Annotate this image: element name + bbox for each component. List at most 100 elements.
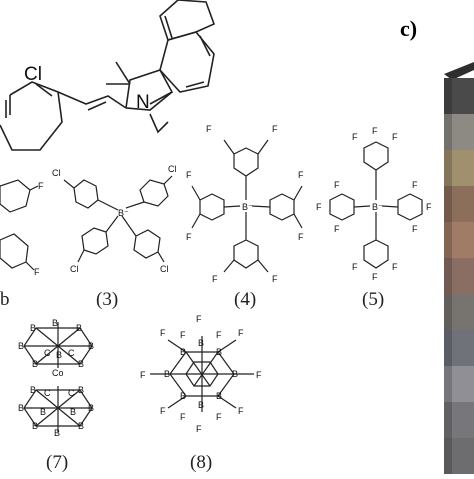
fluorine-atom-label: F <box>180 330 186 340</box>
fluorine-atom-label: F <box>372 272 378 282</box>
boron-atom-label: B <box>232 369 238 379</box>
cobalt-atom-label: Co <box>52 368 64 378</box>
stack-top-face <box>444 62 474 80</box>
fluorine-atom-label: F <box>392 132 398 142</box>
fluorine-atom-label: F <box>216 330 222 340</box>
fluorine-atom-label: F <box>256 370 262 380</box>
stack-layer <box>444 366 474 403</box>
cf3-group-label: F <box>212 274 218 284</box>
carbon-atom-label: C <box>68 348 75 358</box>
fluorine-atom-label: F <box>160 328 166 338</box>
fluorine-atom-label: F <box>334 224 340 234</box>
boron-atom-label: B <box>56 350 62 360</box>
fluorine-atom-label: F <box>412 224 418 234</box>
compound-label-3: (3) <box>96 289 118 310</box>
stack-layer-shade <box>444 402 452 439</box>
cf3-group-label: F <box>298 170 304 180</box>
boron-atom-label: B <box>216 391 222 401</box>
stack-layer <box>444 294 474 331</box>
boron-atom-label: B <box>40 407 46 417</box>
compound-8-structure: F F F F F F F F F F F F B B B B B B B B … <box>140 314 262 473</box>
compound-label-b: b <box>0 289 10 310</box>
compound-3-structure: B⁻ Cl Cl Cl Cl (3) <box>52 164 177 310</box>
boron-atom-label: B <box>70 407 76 417</box>
boron-atom-label: B <box>32 421 38 431</box>
fluorine-atom-label: F <box>316 202 322 212</box>
stack-layer-shade <box>444 438 452 475</box>
chlorine-atom-label: Cl <box>70 264 79 274</box>
boron-atom-label: B <box>216 347 222 357</box>
cyanine-dye-structure: Cl N <box>0 0 216 151</box>
boron-atom-label: B⁻ <box>242 202 253 212</box>
boron-atom-label: B <box>88 403 94 413</box>
compound-label-8: (8) <box>190 452 212 473</box>
boron-atom-label: B <box>18 341 24 351</box>
chlorine-atom-label: Cl <box>52 168 61 178</box>
fluorine-atom-label: F <box>334 180 340 190</box>
boron-atom-label: B <box>78 359 84 369</box>
boron-atom-label: B⁻ <box>372 202 383 212</box>
compound-4-structure: B⁻ F F F F F F F F (4) <box>186 124 304 310</box>
nitrogen-atom-label: N <box>136 92 150 113</box>
fluorine-atom-label: F <box>372 126 378 136</box>
layered-sample-stack <box>444 62 474 475</box>
cf3-group-label: F <box>186 232 192 242</box>
fluorine-atom-label: F <box>140 370 146 380</box>
stack-layer-shade <box>444 150 452 187</box>
boron-atom-label: B <box>78 421 84 431</box>
carbon-atom-label: C <box>44 348 51 358</box>
chlorine-atom-label: Cl <box>168 164 177 174</box>
stack-layer <box>444 186 474 223</box>
stack-layer <box>444 150 474 187</box>
fluorine-atom-label: F <box>196 314 202 324</box>
boron-atom-label: B <box>88 341 94 351</box>
boron-atom-label: B <box>180 347 186 357</box>
compound-5-structure: B⁻ F F F F F F F F F F F F (5) <box>316 126 432 310</box>
fluorine-atom-label: F <box>34 267 40 277</box>
stack-layer <box>444 438 474 475</box>
stack-layer-shade <box>444 222 452 259</box>
fluorine-atom-label: F <box>216 412 222 422</box>
boron-atom-label: B <box>54 428 60 438</box>
stack-layer <box>444 402 474 439</box>
stack-layer <box>444 222 474 259</box>
panel-label-c: c) <box>400 16 417 41</box>
fluorine-atom-label: F <box>38 181 44 191</box>
fluorine-atom-label: F <box>426 202 432 212</box>
chlorine-atom-label: Cl <box>24 64 42 85</box>
boron-atom-label: B <box>78 385 84 395</box>
carbon-atom-label: C <box>44 388 51 398</box>
fluorine-atom-label: F <box>180 412 186 422</box>
stack-layer-shade <box>444 78 452 115</box>
boron-atom-label: B <box>30 385 36 395</box>
boron-atom-label: B <box>18 403 24 413</box>
compound-label-7: (7) <box>46 452 68 473</box>
stack-layer-shade <box>444 258 452 295</box>
fluorine-atom-label: F <box>392 262 398 272</box>
stack-layer-shade <box>444 114 452 151</box>
fluorine-atom-label: F <box>160 406 166 416</box>
stack-layer-shade <box>444 186 452 223</box>
cf3-group-label: F <box>298 232 304 242</box>
carbon-atom-label: C <box>68 388 75 398</box>
stack-layer-shade <box>444 330 452 367</box>
compound-label-4: (4) <box>234 289 256 310</box>
cf3-group-label: F <box>272 124 278 134</box>
fluorine-atom-label: F <box>238 328 244 338</box>
fluorine-atom-label: F <box>412 180 418 190</box>
boron-atom-label: B <box>180 391 186 401</box>
stack-layer-shade <box>444 366 452 403</box>
boron-atom-label: B <box>32 359 38 369</box>
partial-borate-structure: F F b <box>0 179 44 310</box>
stack-layer <box>444 114 474 151</box>
fluorine-atom-label: F <box>196 424 202 434</box>
boron-atom-label: B⁻ <box>118 208 129 218</box>
stack-layer <box>444 258 474 295</box>
compound-7-structure: B B B B B C C B B B Co B C C B B B B B B… <box>18 318 94 473</box>
cf3-group-label: F <box>206 124 212 134</box>
boron-atom-label: B <box>164 369 170 379</box>
chlorine-atom-label: Cl <box>160 264 169 274</box>
boron-atom-label: B <box>76 323 82 333</box>
fluorine-atom-label: F <box>352 262 358 272</box>
